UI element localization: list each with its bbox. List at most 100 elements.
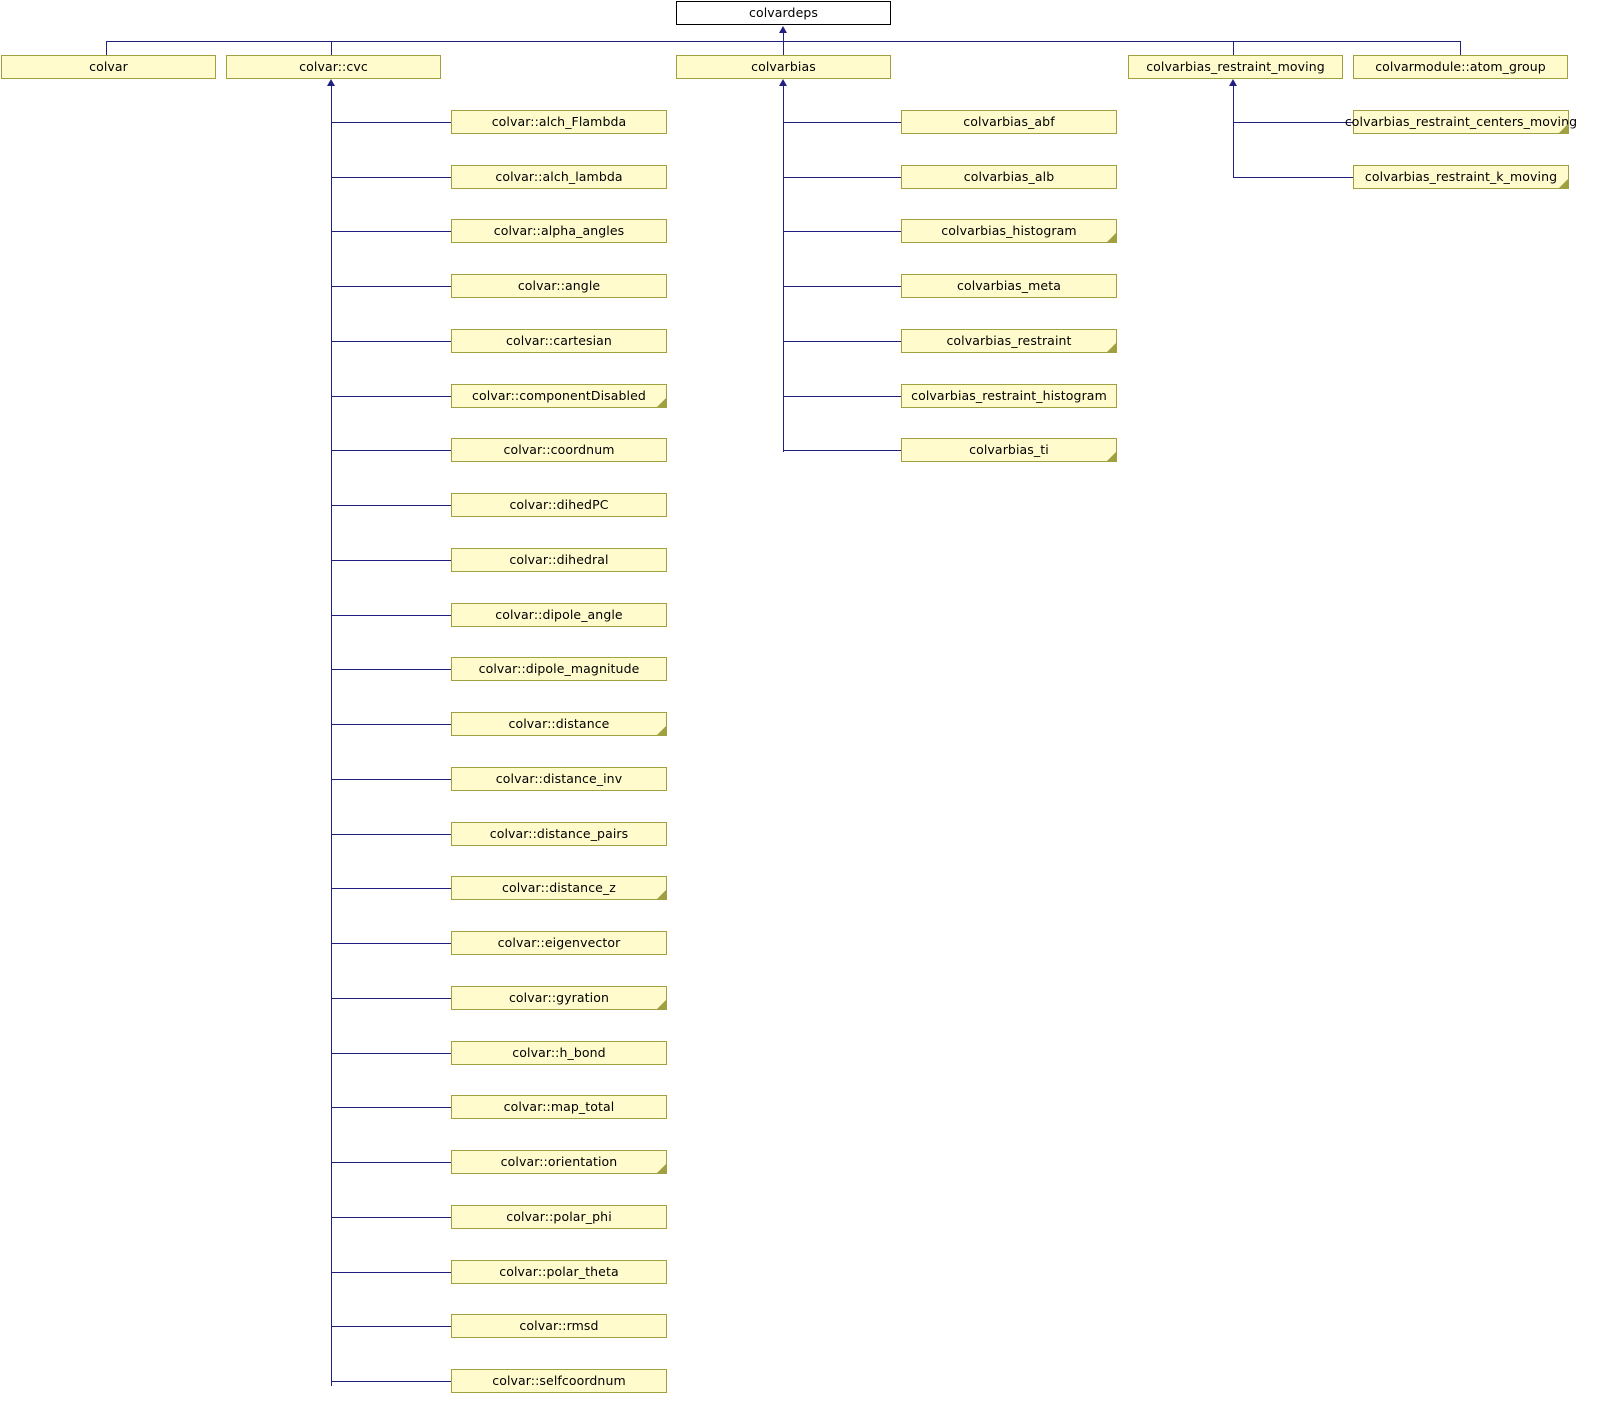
node-colvardeps[interactable]: colvardeps [676, 1, 891, 25]
node-label: colvar::alch_Flambda [491, 113, 627, 129]
node-label: colvar::coordnum [503, 441, 615, 457]
edge-connector-colvar-dihedpc [331, 505, 451, 506]
node-colvar-angle[interactable]: colvar::angle [451, 274, 667, 298]
node-label: colvarbias_restraint [946, 332, 1072, 348]
node-label: colvar::dihedral [509, 551, 609, 567]
node-colvar-rmsd[interactable]: colvar::rmsd [451, 1314, 667, 1338]
node-label: colvarbias_alb [963, 168, 1055, 184]
edge-trunk-restraint-moving [1233, 86, 1234, 177]
node-label: colvar::distance [508, 715, 610, 731]
node-label: colvar::dipole_magnitude [478, 660, 640, 676]
node-colvarbias-restraint-moving[interactable]: colvarbias_restraint_moving [1128, 55, 1343, 79]
node-colvar-orientation[interactable]: colvar::orientation [451, 1150, 667, 1174]
node-colvar-coordnum[interactable]: colvar::coordnum [451, 438, 667, 462]
edge-connector-colvarbias-meta [783, 286, 901, 287]
node-label: colvar::orientation [500, 1153, 618, 1169]
edge-connector-colvar-dihedral [331, 560, 451, 561]
node-label: colvar::cartesian [506, 332, 612, 348]
edge-trunk-colvarbias [783, 86, 784, 452]
node-colvarbias[interactable]: colvarbias [676, 55, 891, 79]
node-label: colvarbias_histogram [941, 222, 1077, 238]
arrowhead-restraint-moving [1229, 79, 1237, 86]
edge-connector-colvar-dipole-angle [331, 615, 451, 616]
node-colvarbias-abf[interactable]: colvarbias_abf [901, 110, 1117, 134]
node-colvarbias-restraint-k-moving[interactable]: colvarbias_restraint_k_moving [1353, 165, 1569, 189]
edge-stem-cvc [331, 41, 332, 55]
edge-connector-colvar-rmsd [331, 1326, 451, 1327]
edge-connector-colvar-alch-flambda [331, 122, 451, 123]
node-label: colvarbias [751, 58, 816, 74]
node-colvar-polar-theta[interactable]: colvar::polar_theta [451, 1260, 667, 1284]
node-label: colvarbias_restraint_histogram [911, 387, 1107, 403]
node-label: colvar::distance_inv [495, 770, 623, 786]
node-colvar-dihedral[interactable]: colvar::dihedral [451, 548, 667, 572]
node-label: colvar::alpha_angles [493, 222, 625, 238]
node-label: colvarmodule::atom_group [1375, 58, 1546, 74]
node-label: colvar::alch_lambda [495, 168, 623, 184]
edge-connector-colvar-dipole-magnitude [331, 669, 451, 670]
node-colvar-cvc[interactable]: colvar::cvc [226, 55, 441, 79]
edge-stem-atom-group [1460, 41, 1461, 55]
node-colvarbias-restraint-histogram[interactable]: colvarbias_restraint_histogram [901, 384, 1117, 408]
node-colvarbias-meta[interactable]: colvarbias_meta [901, 274, 1117, 298]
node-colvar-map-total[interactable]: colvar::map_total [451, 1095, 667, 1119]
node-label: colvar::rmsd [519, 1317, 599, 1333]
edge-connector-colvar-coordnum [331, 450, 451, 451]
node-colvar-selfcoordnum[interactable]: colvar::selfcoordnum [451, 1369, 667, 1393]
edge-connector-colvar-map-total [331, 1107, 451, 1108]
node-colvarmodule-atom-group[interactable]: colvarmodule::atom_group [1353, 55, 1568, 79]
node-colvar-distance-pairs[interactable]: colvar::distance_pairs [451, 822, 667, 846]
node-colvarbias-restraint[interactable]: colvarbias_restraint [901, 329, 1117, 353]
node-label: colvarbias_ti [969, 441, 1049, 457]
edge-connector-colvar-componentdisabled [331, 396, 451, 397]
node-colvar-alch-flambda[interactable]: colvar::alch_Flambda [451, 110, 667, 134]
node-label: colvar::gyration [508, 989, 610, 1005]
edge-connector-colvarbias-histogram [783, 231, 901, 232]
node-colvar-gyration[interactable]: colvar::gyration [451, 986, 667, 1010]
edge-connector-colvar-h-bond [331, 1053, 451, 1054]
node-label: colvar::distance_z [502, 879, 616, 895]
node-label: colvar::eigenvector [497, 934, 621, 950]
node-colvar-eigenvector[interactable]: colvar::eigenvector [451, 931, 667, 955]
edge-connector-colvarbias-restraint-centers-moving [1233, 122, 1353, 123]
node-colvar-componentdisabled[interactable]: colvar::componentDisabled [451, 384, 667, 408]
node-colvar-distance-inv[interactable]: colvar::distance_inv [451, 767, 667, 791]
node-colvar-dipole-angle[interactable]: colvar::dipole_angle [451, 603, 667, 627]
node-colvarbias-ti[interactable]: colvarbias_ti [901, 438, 1117, 462]
node-colvar-h-bond[interactable]: colvar::h_bond [451, 1041, 667, 1065]
edge-stem-restraint-moving [1233, 41, 1234, 55]
node-label: colvarbias_restraint_centers_moving [1344, 113, 1578, 129]
edge-connector-colvar-gyration [331, 998, 451, 999]
edge-stem-colvarbias [783, 41, 784, 55]
node-colvarbias-alb[interactable]: colvarbias_alb [901, 165, 1117, 189]
edge-root-stem [783, 33, 784, 42]
edge-stem-colvar [106, 41, 107, 55]
node-colvarbias-restraint-centers-moving[interactable]: colvarbias_restraint_centers_moving [1345, 110, 1577, 134]
node-colvar-distance-z[interactable]: colvar::distance_z [451, 876, 667, 900]
edge-connector-colvar-alch-lambda [331, 177, 451, 178]
edge-connector-colvarbias-restraint [783, 341, 901, 342]
node-colvar-cartesian[interactable]: colvar::cartesian [451, 329, 667, 353]
node-colvar-dipole-magnitude[interactable]: colvar::dipole_magnitude [451, 657, 667, 681]
node-colvar-dihedpc[interactable]: colvar::dihedPC [451, 493, 667, 517]
node-colvar-distance[interactable]: colvar::distance [451, 712, 667, 736]
edge-connector-colvar-distance [331, 724, 451, 725]
node-colvar-alch-lambda[interactable]: colvar::alch_lambda [451, 165, 667, 189]
node-colvar-polar-phi[interactable]: colvar::polar_phi [451, 1205, 667, 1229]
node-label: colvar::dihedPC [509, 496, 609, 512]
node-label: colvar::polar_theta [499, 1263, 619, 1279]
node-label: colvar::polar_phi [506, 1208, 612, 1224]
edge-connector-colvarbias-restraint-histogram [783, 396, 901, 397]
edge-connector-colvar-angle [331, 286, 451, 287]
edge-connector-colvar-eigenvector [331, 943, 451, 944]
edge-connector-colvar-polar-phi [331, 1217, 451, 1218]
edge-connector-colvar-selfcoordnum [331, 1381, 451, 1382]
node-colvar[interactable]: colvar [1, 55, 216, 79]
node-label: colvarbias_restraint_moving [1146, 58, 1325, 74]
edge-connector-colvar-alpha-angles [331, 231, 451, 232]
node-colvar-alpha-angles[interactable]: colvar::alpha_angles [451, 219, 667, 243]
node-label: colvarbias_restraint_k_moving [1364, 168, 1558, 184]
node-colvarbias-histogram[interactable]: colvarbias_histogram [901, 219, 1117, 243]
node-label: colvarbias_meta [957, 277, 1061, 293]
